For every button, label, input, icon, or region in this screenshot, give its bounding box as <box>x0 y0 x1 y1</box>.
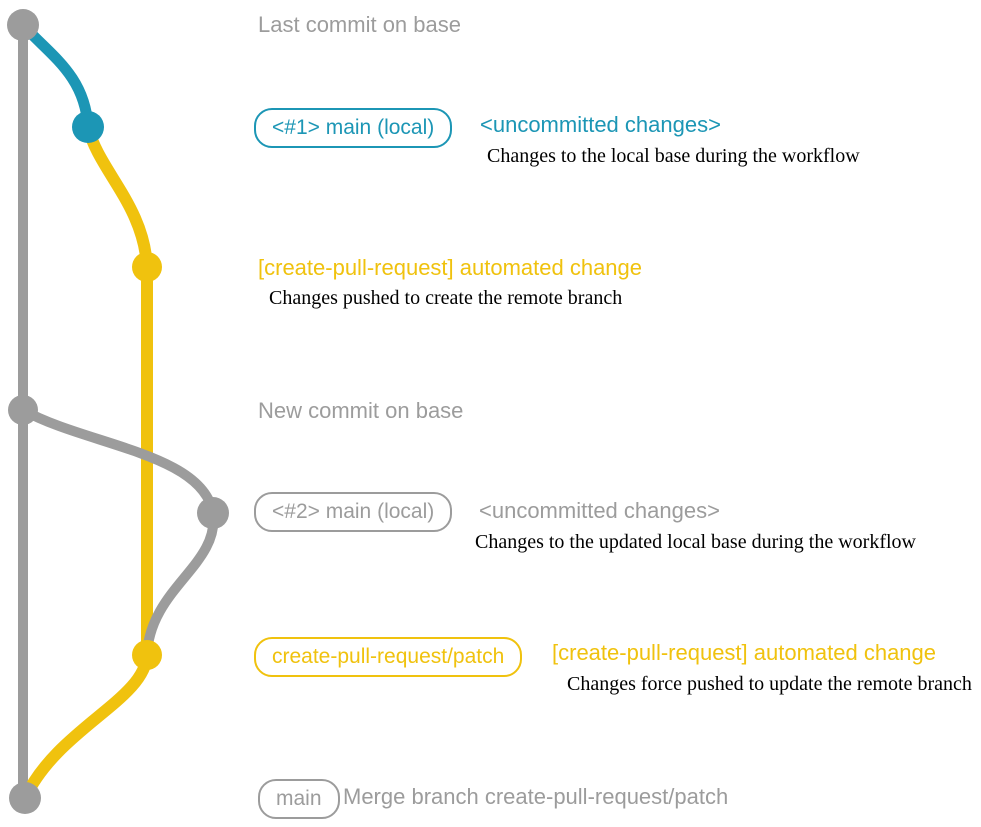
caption-updated-base: Changes to the updated local base during… <box>475 531 916 553</box>
commit-node-last-base <box>7 9 39 41</box>
caption-force-pushed: Changes force pushed to update the remot… <box>567 673 972 695</box>
uncommitted-changes-label-2: <uncommitted changes> <box>479 498 720 523</box>
automated-change-label-1: [create-pull-request] automated change <box>258 255 643 280</box>
commit-node-main-local-1 <box>72 111 104 143</box>
local-main-1-branch-path <box>17 19 94 133</box>
commit-node-pr-create <box>132 252 162 282</box>
commit-node-merge <box>9 782 41 814</box>
commit-node-main-local-2 <box>197 497 229 529</box>
commit-node-new-base <box>8 395 38 425</box>
new-commit-label: New commit on base <box>258 398 464 423</box>
branch-badge-main: main <box>258 779 340 819</box>
merge-commit-label: Merge branch create-pull-request/patch <box>343 784 729 809</box>
automated-change-label-2: [create-pull-request] automated change <box>552 640 937 665</box>
branch-badge-pr-patch: create-pull-request/patch <box>254 637 523 677</box>
local-main-2-branch-path <box>18 405 219 660</box>
commit-node-pr-update <box>132 640 162 670</box>
branch-badge-main-local-2: <#2> main (local) <box>254 492 453 532</box>
caption-local-base: Changes to the local base during the wor… <box>487 145 860 167</box>
uncommitted-changes-label-1: <uncommitted changes> <box>480 112 721 137</box>
last-commit-label: Last commit on base <box>258 12 461 37</box>
caption-pushed-create: Changes pushed to create the remote bran… <box>269 287 623 309</box>
pull-request-branch-path <box>19 121 153 804</box>
branch-badge-main-local-1: <#1> main (local) <box>254 108 453 148</box>
